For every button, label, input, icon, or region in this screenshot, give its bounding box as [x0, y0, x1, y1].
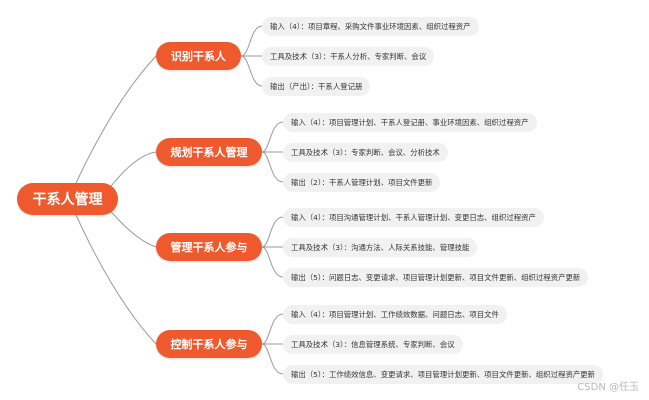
connector-p2-i2 [261, 246, 284, 278]
connector-p0-i0 [240, 25, 263, 57]
leaf-manage-tools[interactable]: 工具及技术（3）：沟通方法、人际关系技能、管理技能 [283, 238, 478, 257]
connector-p3-i0 [261, 313, 284, 345]
leaf-identify-tools[interactable]: 工具及技术（3）：干系人分析、专家判断、会议 [262, 47, 435, 66]
connector-p2-i0 [261, 216, 284, 248]
connector-p1-i2 [261, 151, 284, 183]
connector-root-p3 [75, 214, 157, 345]
process-node-control-stakeholder-engagement[interactable]: 控制干系人参与 [156, 330, 262, 358]
leaf-control-output[interactable]: 输出（5）：工作绩效信息、变更请求、项目管理计划更新、项目文件更新、组织过程资产… [283, 365, 604, 384]
leaf-plan-input[interactable]: 输入（4）：项目管理计划、干系人登记册、事业环境因素、组织过程资产 [283, 113, 537, 132]
process-node-identify-stakeholders[interactable]: 识别干系人 [156, 42, 241, 70]
connector-root-p2 [107, 207, 157, 248]
leaf-manage-output[interactable]: 输出（5）：问题日志、变更请求、项目管理计划更新、项目文件更新、组织过程资产更新 [283, 268, 589, 287]
process-node-manage-stakeholder-engagement[interactable]: 管理干系人参与 [156, 233, 262, 261]
leaf-manage-input[interactable]: 输入（4）：项目沟通管理计划、干系人管理计划、变更日志、组织过程资产 [283, 208, 544, 227]
connector-root-p0 [75, 55, 157, 184]
root-node[interactable]: 干系人管理 [17, 183, 118, 215]
leaf-plan-output[interactable]: 输出（2）：干系人管理计划、项目文件更新 [283, 173, 441, 192]
connector-p3-i2 [261, 343, 284, 375]
leaf-control-input[interactable]: 输入（4）：项目管理计划、工作绩效数据、问题日志、项目文件 [283, 305, 507, 324]
leaf-plan-tools[interactable]: 工具及技术（3）：专家判断、会议、分析技术 [283, 143, 448, 162]
process-node-plan-stakeholder-management[interactable]: 规划干系人管理 [156, 138, 262, 166]
connector-root-p1 [107, 151, 157, 191]
watermark: CSDN @任玉 [577, 382, 639, 393]
leaf-identify-input[interactable]: 输入（4）：项目章程、采购文件事业环境因素、组织过程资产 [262, 17, 479, 36]
leaf-identify-output[interactable]: 输出（产出）：干系人登记册 [262, 77, 371, 96]
leaf-control-tools[interactable]: 工具及技术（3）：信息管理系统、专家判断、会议 [283, 335, 463, 354]
connector-p1-i0 [261, 121, 284, 153]
connector-p0-i2 [240, 55, 263, 87]
